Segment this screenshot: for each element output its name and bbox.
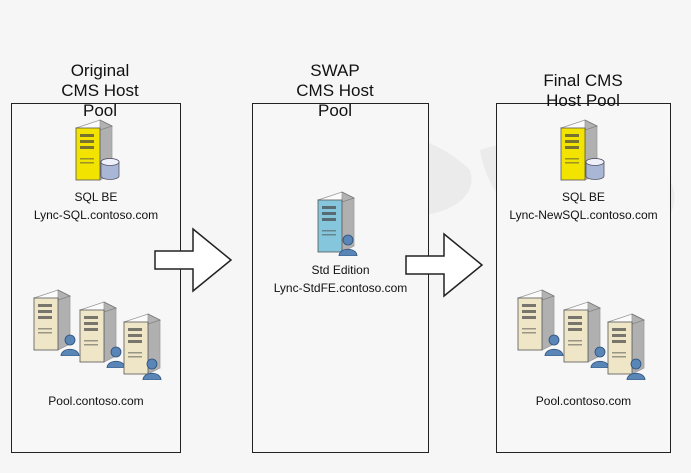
server-host: Lync-NewSQL.contoso.com	[509, 208, 658, 222]
title-line: Original	[70, 61, 130, 80]
title-line: CMS Host	[296, 81, 374, 100]
title-line: Host Pool	[546, 91, 620, 110]
title-line: SWAP	[310, 61, 360, 80]
title-line: CMS Host	[61, 81, 139, 100]
server-host: Lync-SQL.contoso.com	[33, 208, 159, 222]
server-name: SQL BE	[74, 190, 118, 204]
title-line: Pool	[317, 101, 353, 120]
swap-cms-pool-box	[252, 103, 429, 453]
right-arrow-icon	[405, 232, 484, 298]
server-name: Std Edition	[311, 263, 370, 277]
front-end-servers-icon	[33, 289, 162, 380]
server-name: SQL BE	[562, 190, 605, 204]
new-sql-server-icon	[560, 119, 605, 181]
title-line: Pool	[82, 101, 118, 120]
pool-host-label: Pool.contoso.com	[535, 394, 632, 408]
sql-server-icon	[75, 119, 120, 181]
pool-host-label: Pool.contoso.com	[48, 394, 144, 408]
original-pool-title: Original CMS Host Pool	[40, 61, 160, 121]
final-pool-title: Final CMS Host Pool	[513, 71, 653, 111]
title-line: Final CMS	[543, 71, 623, 90]
server-host: Lync-StdFE.contoso.com	[273, 281, 408, 295]
new-sql-be-label: SQL BE Lync-NewSQL.contoso.com	[496, 188, 671, 224]
std-edition-label: Std Edition Lync-StdFE.contoso.com	[252, 261, 429, 297]
swap-pool-title: SWAP CMS Host Pool	[275, 61, 395, 121]
right-arrow-icon	[154, 227, 233, 293]
sql-be-label: SQL BE Lync-SQL.contoso.com	[11, 188, 181, 224]
front-end-servers-icon	[517, 289, 646, 380]
std-edition-server-icon	[317, 191, 358, 256]
